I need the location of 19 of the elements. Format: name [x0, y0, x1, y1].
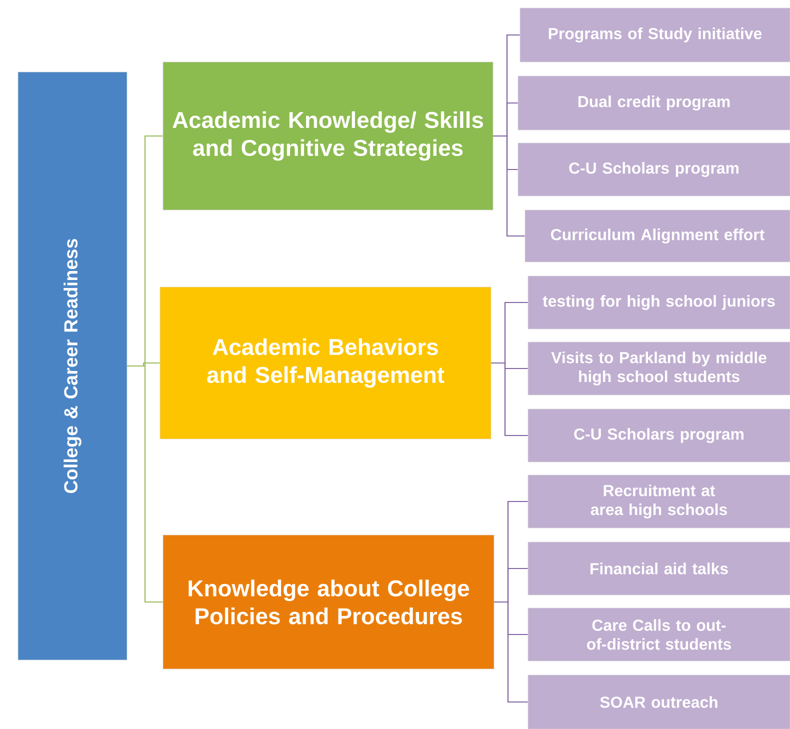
connector-line: [493, 135, 525, 237]
connector-line: [494, 601, 528, 703]
connector-line: [127, 365, 163, 603]
category-box: Knowledge about College Policies and Procedures: [162, 534, 494, 670]
program-box: Visits to Parkland by middle high school students: [528, 342, 790, 396]
program-box: Care Calls to out-of-district students: [528, 608, 790, 662]
program-box: C-U Scholars program: [518, 142, 790, 196]
program-box: Programs of Study initiative: [520, 8, 790, 62]
connector-line: [491, 362, 528, 436]
category-box: Academic Knowledge/ Skills and Cognitive Strategies: [162, 62, 494, 210]
category-box: Academic Behaviors and Self-Management: [160, 286, 492, 440]
program-box: SOAR outreach: [528, 674, 790, 729]
program-box: Recruitment at area high schools: [528, 474, 790, 528]
title-bar: College & Career Readiness: [18, 72, 128, 660]
program-box: Curriculum Alignment effort: [524, 210, 790, 262]
program-box: Financial aid talks: [528, 542, 790, 596]
program-box: testing for high school juniors: [528, 276, 790, 330]
program-box: Dual credit program: [518, 76, 790, 130]
program-box: C-U Scholars program: [528, 408, 790, 462]
